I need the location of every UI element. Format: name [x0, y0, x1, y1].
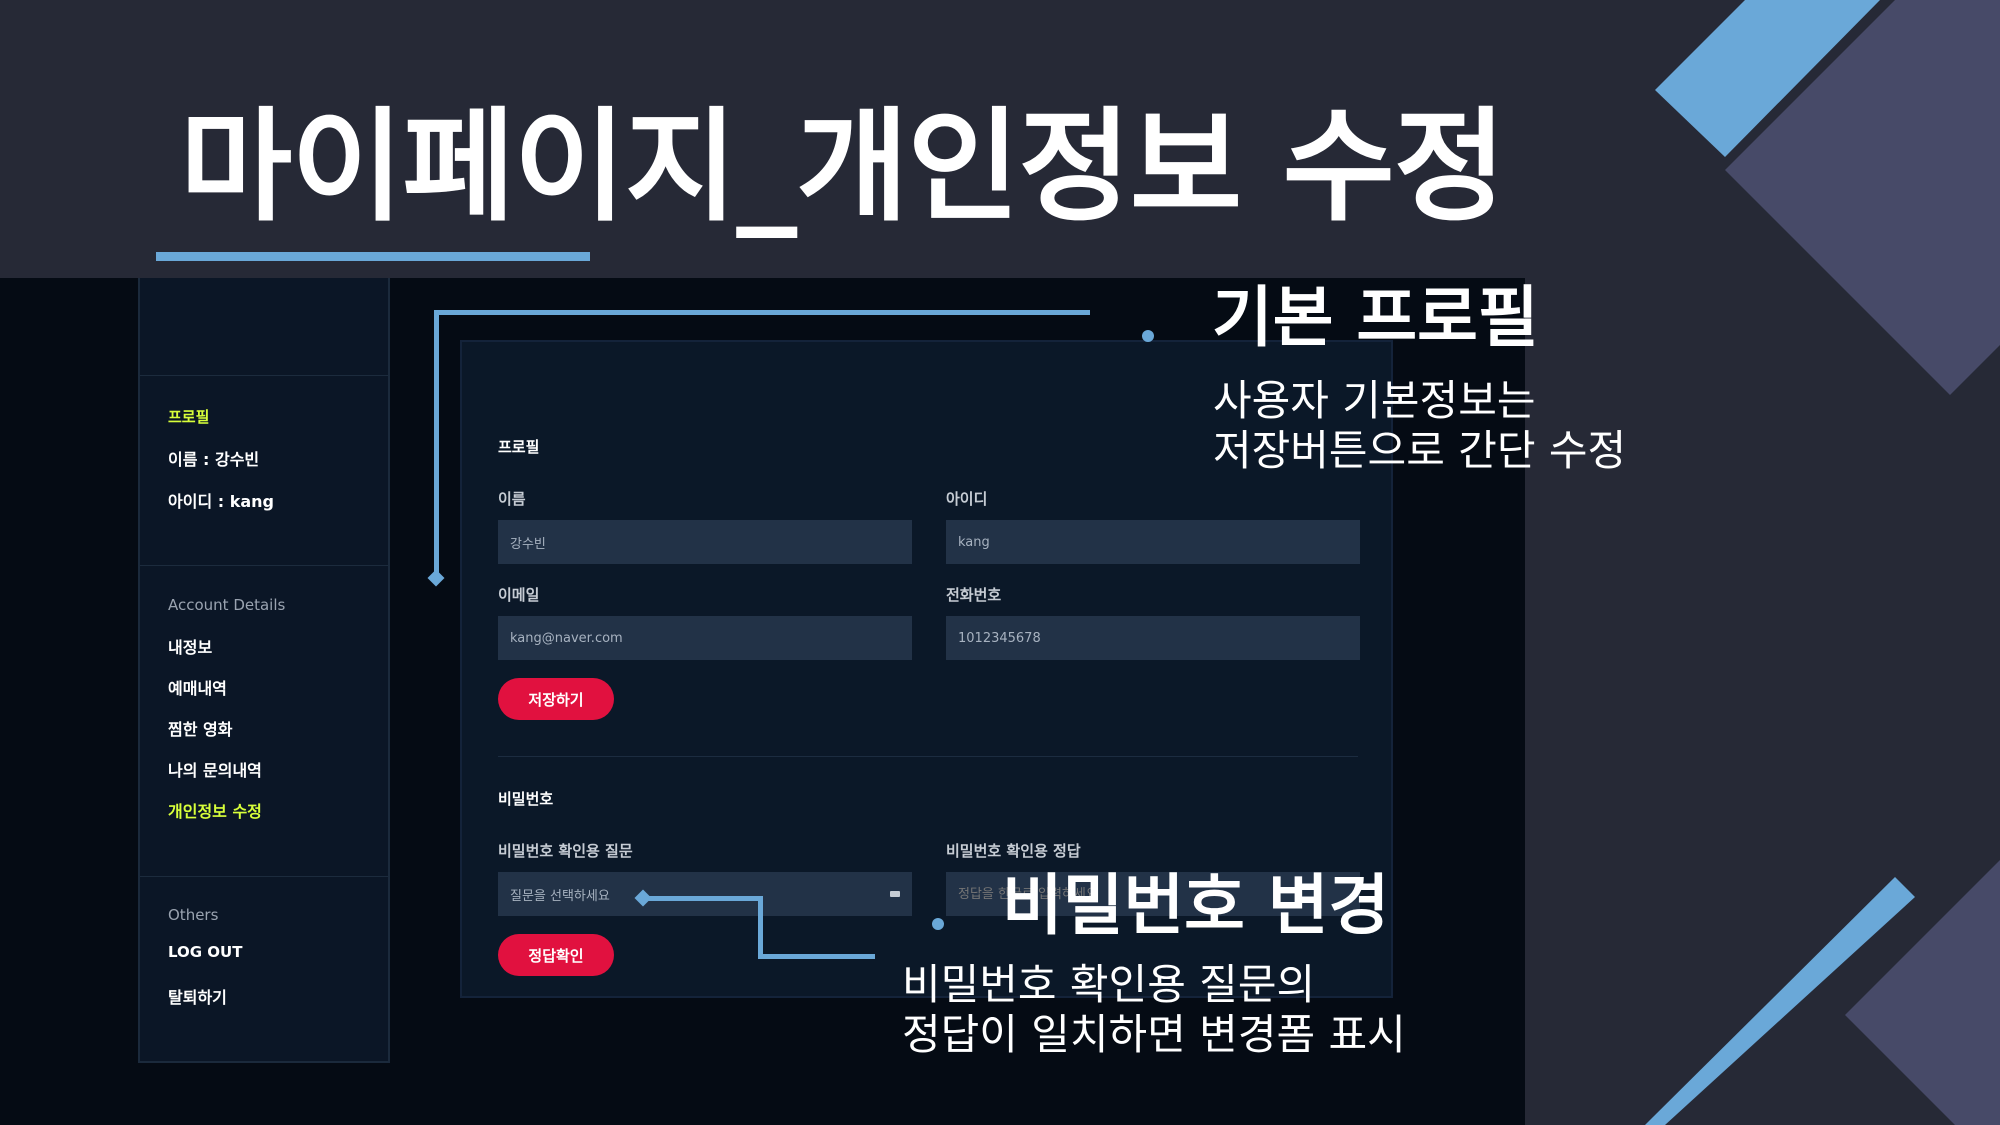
email-label: 이메일	[498, 586, 540, 604]
sidebar-item-my-info[interactable]: 내정보	[168, 638, 213, 657]
password-question-select[interactable]: 질문을 선택하세요	[498, 872, 912, 916]
title-underline	[156, 252, 590, 261]
email-input[interactable]	[498, 616, 912, 660]
profile-callout-desc-line2: 저장버튼으로 간단 수정	[1213, 426, 1627, 475]
password-callout-desc-line2: 정답이 일치하면 변경폼 표시	[902, 1010, 1406, 1059]
deco-slate-diamond-bottom	[1845, 860, 2000, 1125]
sidebar-account-heading: Account Details	[168, 596, 286, 614]
sidebar-divider	[140, 565, 388, 566]
sidebar-item-edit-personal-info[interactable]: 개인정보 수정	[168, 802, 262, 821]
save-button[interactable]: 저장하기	[498, 678, 614, 720]
mypage-sidebar: 프로필 이름 : 강수빈 아이디 : kang Account Details …	[138, 278, 390, 1063]
profile-callout-connector	[434, 310, 439, 576]
sidebar-item-wishlist-movies[interactable]: 찜한 영화	[168, 720, 233, 739]
password-callout-bullet	[932, 918, 944, 930]
password-answer-input[interactable]	[946, 872, 1360, 916]
profile-callout-desc-line1: 사용자 기본정보는	[1213, 376, 1536, 425]
sidebar-user-id: 아이디 : kang	[168, 492, 274, 511]
check-answer-button[interactable]: 정답확인	[498, 934, 614, 976]
deco-blue-band-bottom	[1645, 877, 1915, 1125]
password-callout-connector	[643, 896, 763, 901]
profile-section-title: 프로필	[498, 438, 540, 456]
sidebar-item-withdraw[interactable]: 탈퇴하기	[168, 988, 227, 1007]
password-section-title: 비밀번호	[498, 790, 554, 808]
password-callout-connector	[758, 896, 763, 959]
select-arrow-icon	[890, 891, 900, 897]
sidebar-item-my-inquiries[interactable]: 나의 문의내역	[168, 761, 262, 780]
phone-label: 전화번호	[946, 586, 1002, 604]
password-callout-title: 비밀번호 변경	[1002, 867, 1390, 944]
password-callout-connector	[758, 954, 875, 959]
name-input[interactable]	[498, 520, 912, 564]
sidebar-item-logout[interactable]: LOG OUT	[168, 943, 243, 961]
phone-input[interactable]	[946, 616, 1360, 660]
form-section-divider	[498, 756, 1358, 757]
sidebar-item-booking-history[interactable]: 예매내역	[168, 679, 227, 698]
profile-callout-bullet	[1142, 330, 1154, 342]
mypage-screenshot: 프로필 이름 : 강수빈 아이디 : kang Account Details …	[0, 278, 1525, 1125]
sidebar-user-name: 이름 : 강수빈	[168, 450, 260, 469]
slide-title: 마이페이지_개인정보 수정	[180, 96, 1506, 238]
sidebar-profile-heading: 프로필	[168, 408, 210, 426]
password-question-label: 비밀번호 확인용 질문	[498, 842, 633, 860]
profile-callout-title: 기본 프로필	[1212, 279, 1539, 356]
id-label: 아이디	[946, 490, 988, 508]
sidebar-divider	[140, 876, 388, 877]
deco-blue-band-top	[1655, 0, 1880, 157]
edit-profile-form-card: 프로필 이름 아이디 이메일 전화번호 저장하기 비밀번호 비밀번호 확인용 질…	[460, 340, 1393, 998]
password-callout-desc-line1: 비밀번호 확인용 질문의	[902, 960, 1316, 1009]
sidebar-divider	[140, 375, 388, 376]
id-input[interactable]	[946, 520, 1360, 564]
password-answer-label: 비밀번호 확인용 정답	[946, 842, 1081, 860]
profile-callout-connector	[434, 310, 1090, 315]
deco-slate-diamond-top	[1725, 0, 2000, 395]
password-question-placeholder: 질문을 선택하세요	[510, 888, 610, 904]
name-label: 이름	[498, 490, 526, 508]
sidebar-others-heading: Others	[168, 906, 219, 924]
